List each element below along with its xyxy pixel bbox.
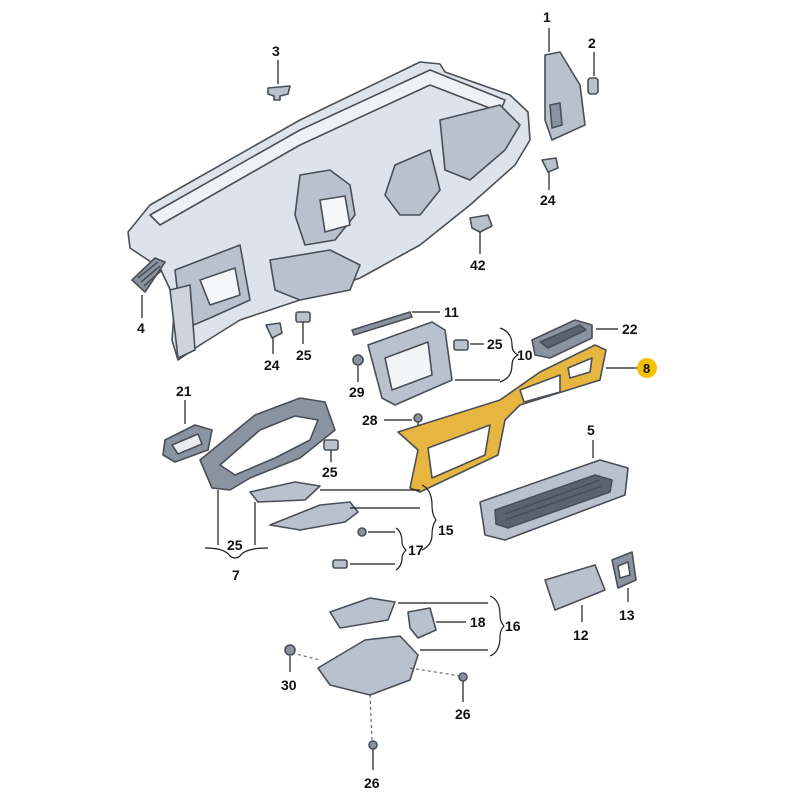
label-8: 8 <box>643 361 650 376</box>
part-3-clip <box>267 85 291 101</box>
part-21-switch <box>162 424 213 463</box>
brace-10 <box>499 327 520 383</box>
leader-17 <box>350 531 395 565</box>
label-3: 3 <box>272 43 280 59</box>
brace-15 <box>421 484 437 551</box>
part-26-screw-bottom <box>368 740 378 758</box>
label-28: 28 <box>362 412 378 428</box>
part-42-clip <box>469 214 493 233</box>
label-17: 17 <box>408 542 424 558</box>
label-12: 12 <box>573 627 589 643</box>
part-8-decorative-trim <box>397 344 607 493</box>
label-21: 21 <box>176 383 192 399</box>
part-24-clip-mid <box>265 322 283 339</box>
part-25-clip-upper <box>295 311 311 323</box>
part-16-lower-shroud <box>329 597 396 629</box>
label-5: 5 <box>587 422 595 438</box>
label-25c: 25 <box>322 464 338 480</box>
leader-16 <box>398 602 488 651</box>
brace-7 <box>204 547 269 559</box>
label-26b: 26 <box>364 775 380 791</box>
part-25-clip-cluster <box>323 439 339 451</box>
part-5-center-vent <box>479 459 629 541</box>
label-29: 29 <box>349 384 365 400</box>
label-24a: 24 <box>540 192 556 208</box>
label-16: 16 <box>505 618 521 634</box>
part-12-panel <box>544 564 606 611</box>
part-1-side-cover <box>544 51 586 141</box>
part-30-nut <box>284 644 296 656</box>
label-15: 15 <box>438 522 454 538</box>
part-25-clip-bracket <box>453 339 469 351</box>
assembly-dash-lines <box>291 652 461 741</box>
label-22: 22 <box>622 321 638 337</box>
label-4: 4 <box>137 320 145 336</box>
leader-15 <box>320 489 420 509</box>
part-25-cover-plate <box>249 481 321 503</box>
part-18-bracket <box>407 607 437 639</box>
dashboard-carrier <box>127 61 531 361</box>
label-11: 11 <box>444 304 459 320</box>
part-29-nut <box>352 354 364 366</box>
label-10: 10 <box>517 347 533 363</box>
label-8-badge <box>637 358 657 378</box>
label-1: 1 <box>543 9 551 25</box>
label-7: 7 <box>232 567 240 583</box>
part-17-clip-b <box>332 559 348 569</box>
label-25d: 25 <box>227 537 243 553</box>
label-2: 2 <box>588 35 596 51</box>
part-4-side-vent <box>131 257 166 293</box>
label-25a: 25 <box>296 347 312 363</box>
label-18: 18 <box>470 614 486 630</box>
label-25b: 25 <box>487 336 503 352</box>
brace-16 <box>489 595 505 657</box>
label-24b: 24 <box>264 357 280 373</box>
part-13-switch <box>611 551 637 589</box>
part-16-knee-panel <box>317 635 419 696</box>
part-17-clip-a <box>357 527 367 537</box>
label-42: 42 <box>470 257 486 273</box>
label-13: 13 <box>619 607 635 623</box>
part-26-screw-right <box>458 672 468 690</box>
part-15-shroud-upper <box>269 501 359 531</box>
label-26a: 26 <box>455 706 471 722</box>
part-22-air-vent <box>531 319 593 359</box>
label-30: 30 <box>281 677 297 693</box>
part-11-trim-strip <box>351 311 413 336</box>
part-7-cluster-trim <box>199 397 336 491</box>
brace-17 <box>395 527 407 571</box>
part-24-clip-top <box>541 157 559 173</box>
part-2-clip <box>587 77 599 95</box>
part-10-center-bracket <box>367 321 453 406</box>
